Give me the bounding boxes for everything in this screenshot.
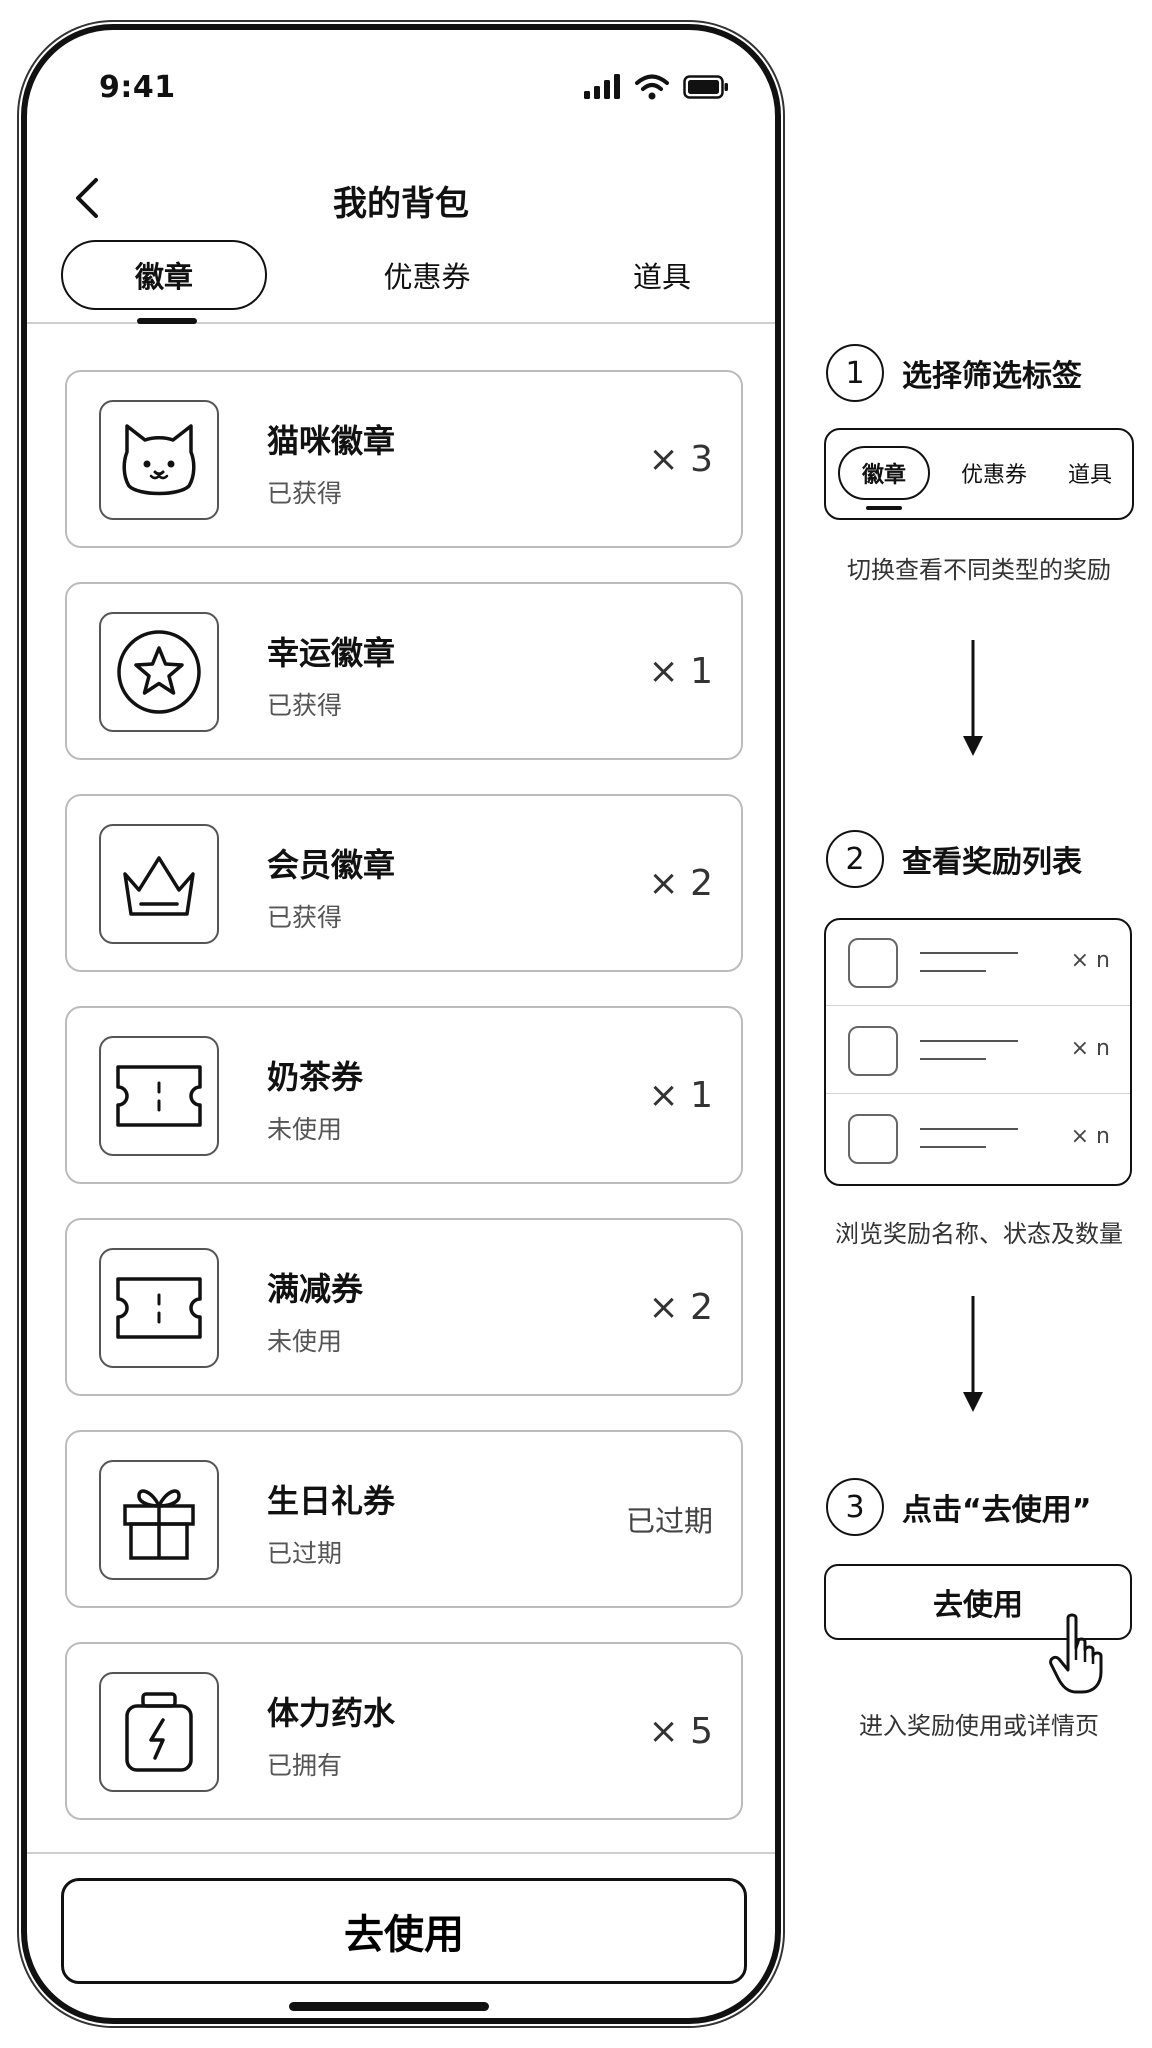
step-description: 浏览奖励名称、状态及数量 bbox=[835, 1220, 1123, 1248]
item-name: 猫咪徽章 bbox=[267, 422, 396, 460]
item-name: 会员徽章 bbox=[267, 846, 396, 884]
tab-badges[interactable]: 徽章 bbox=[61, 240, 267, 310]
mini-item-quantity: × n bbox=[1070, 1124, 1110, 1149]
step-title: 选择筛选标签 bbox=[902, 359, 1082, 394]
item-status: 未使用 bbox=[267, 1115, 343, 1144]
item-quantity: × 5 bbox=[648, 1710, 713, 1752]
potion-icon bbox=[125, 1692, 193, 1772]
mini-item-title-line bbox=[920, 1040, 1018, 1042]
down-arrow-icon bbox=[963, 640, 983, 756]
mini-list-row: × n bbox=[826, 920, 1130, 1006]
item-icon-frame bbox=[99, 1460, 219, 1580]
list-item[interactable]: 猫咪徽章 已获得 × 3 bbox=[65, 370, 743, 548]
list-item[interactable]: 会员徽章 已获得 × 2 bbox=[65, 794, 743, 972]
tab-coupons[interactable]: 优惠券 bbox=[383, 260, 471, 294]
item-quantity: × 1 bbox=[648, 1074, 713, 1116]
mini-tab-props: 道具 bbox=[1067, 463, 1112, 488]
back-button[interactable] bbox=[61, 168, 113, 228]
item-quantity: × 2 bbox=[648, 862, 713, 904]
item-name: 幸运徽章 bbox=[267, 634, 396, 672]
step-title: 点击“去使用” bbox=[902, 1493, 1092, 1528]
item-quantity: × 3 bbox=[648, 438, 713, 480]
star-icon bbox=[117, 630, 201, 714]
item-name: 体力药水 bbox=[267, 1694, 396, 1732]
ticket-icon bbox=[116, 1277, 202, 1339]
step-number: 2 bbox=[826, 830, 884, 888]
item-expired-label: 已过期 bbox=[625, 1504, 713, 1538]
list-item[interactable]: 生日礼券 已过期 已过期 bbox=[65, 1430, 743, 1608]
mini-item-quantity: × n bbox=[1070, 948, 1110, 973]
mini-list-row: × n bbox=[826, 1096, 1130, 1182]
item-icon-frame bbox=[99, 400, 219, 520]
item-name: 生日礼券 bbox=[267, 1482, 396, 1520]
item-name: 满减券 bbox=[267, 1270, 364, 1308]
step-description: 进入奖励使用或详情页 bbox=[859, 1712, 1099, 1740]
item-icon-frame bbox=[99, 612, 219, 732]
cat-icon bbox=[122, 424, 196, 496]
item-status: 未使用 bbox=[267, 1327, 343, 1356]
phone-frame: 9:41 我的背包 bbox=[21, 24, 781, 2024]
mini-tab-indicator bbox=[866, 506, 902, 510]
mini-item-icon bbox=[848, 1114, 898, 1164]
step-1-header: 1 选择筛选标签 bbox=[826, 344, 1082, 402]
status-icons bbox=[583, 74, 729, 100]
tab-props[interactable]: 道具 bbox=[632, 260, 691, 294]
use-button[interactable]: 去使用 bbox=[61, 1878, 747, 1984]
pointer-hand-icon bbox=[1049, 1613, 1103, 1694]
list-item[interactable]: 幸运徽章 已获得 × 1 bbox=[65, 582, 743, 760]
item-status: 已获得 bbox=[267, 903, 343, 932]
tab-active-indicator bbox=[137, 318, 197, 324]
item-icon-frame bbox=[99, 1036, 219, 1156]
mini-item-icon bbox=[848, 938, 898, 988]
item-icon-frame bbox=[99, 1672, 219, 1792]
wifi-icon bbox=[635, 74, 669, 100]
mini-list-illustration: × n × n × n bbox=[824, 918, 1132, 1186]
item-status: 已过期 bbox=[267, 1539, 343, 1568]
step-number: 3 bbox=[826, 1478, 884, 1536]
status-bar: 9:41 bbox=[27, 30, 775, 140]
gift-icon bbox=[123, 1489, 195, 1560]
mini-tab-badges: 徽章 bbox=[838, 446, 930, 500]
signal-icon bbox=[584, 74, 620, 99]
filter-tabs: 徽章 优惠券 道具 bbox=[27, 240, 775, 324]
mini-item-icon bbox=[848, 1026, 898, 1076]
list-item[interactable]: 体力药水 已拥有 × 5 bbox=[65, 1642, 743, 1820]
mini-item-title-line bbox=[920, 952, 1018, 954]
status-time: 9:41 bbox=[99, 70, 176, 105]
list-item[interactable]: 满减券 未使用 × 2 bbox=[65, 1218, 743, 1396]
nav-bar: 我的背包 bbox=[27, 150, 775, 250]
mini-tab-coupons: 优惠券 bbox=[960, 463, 1027, 488]
step-description: 切换查看不同类型的奖励 bbox=[847, 556, 1111, 584]
step-3-header: 3 点击“去使用” bbox=[826, 1478, 1091, 1536]
mini-item-status-line bbox=[920, 1146, 986, 1148]
ticket-icon bbox=[116, 1065, 202, 1127]
item-name: 奶茶券 bbox=[267, 1058, 364, 1096]
item-status: 已获得 bbox=[267, 479, 343, 508]
step-2-header: 2 查看奖励列表 bbox=[826, 830, 1082, 888]
home-indicator bbox=[289, 2002, 489, 2011]
mini-tabs-illustration: 徽章 优惠券 道具 bbox=[824, 428, 1134, 520]
step-number: 1 bbox=[826, 344, 884, 402]
mini-list-row: × n bbox=[826, 1008, 1130, 1094]
item-icon-frame bbox=[99, 1248, 219, 1368]
mini-item-status-line bbox=[920, 970, 986, 972]
down-arrow-icon bbox=[963, 1296, 983, 1412]
chevron-left-icon bbox=[76, 178, 98, 218]
mini-item-status-line bbox=[920, 1058, 986, 1060]
mini-item-title-line bbox=[920, 1128, 1018, 1130]
list-item[interactable]: 奶茶券 未使用 × 1 bbox=[65, 1006, 743, 1184]
item-quantity: × 2 bbox=[648, 1286, 713, 1328]
page-title: 我的背包 bbox=[333, 184, 469, 224]
step-title: 查看奖励列表 bbox=[902, 845, 1082, 880]
item-quantity: × 1 bbox=[648, 650, 713, 692]
crown-icon bbox=[123, 856, 195, 916]
bottom-divider bbox=[27, 1852, 775, 1854]
item-status: 已获得 bbox=[267, 691, 343, 720]
item-status: 已拥有 bbox=[267, 1751, 343, 1780]
mini-use-button-illustration: 去使用 bbox=[824, 1564, 1132, 1640]
battery-icon bbox=[683, 75, 728, 99]
item-icon-frame bbox=[99, 824, 219, 944]
mini-item-quantity: × n bbox=[1070, 1036, 1110, 1061]
